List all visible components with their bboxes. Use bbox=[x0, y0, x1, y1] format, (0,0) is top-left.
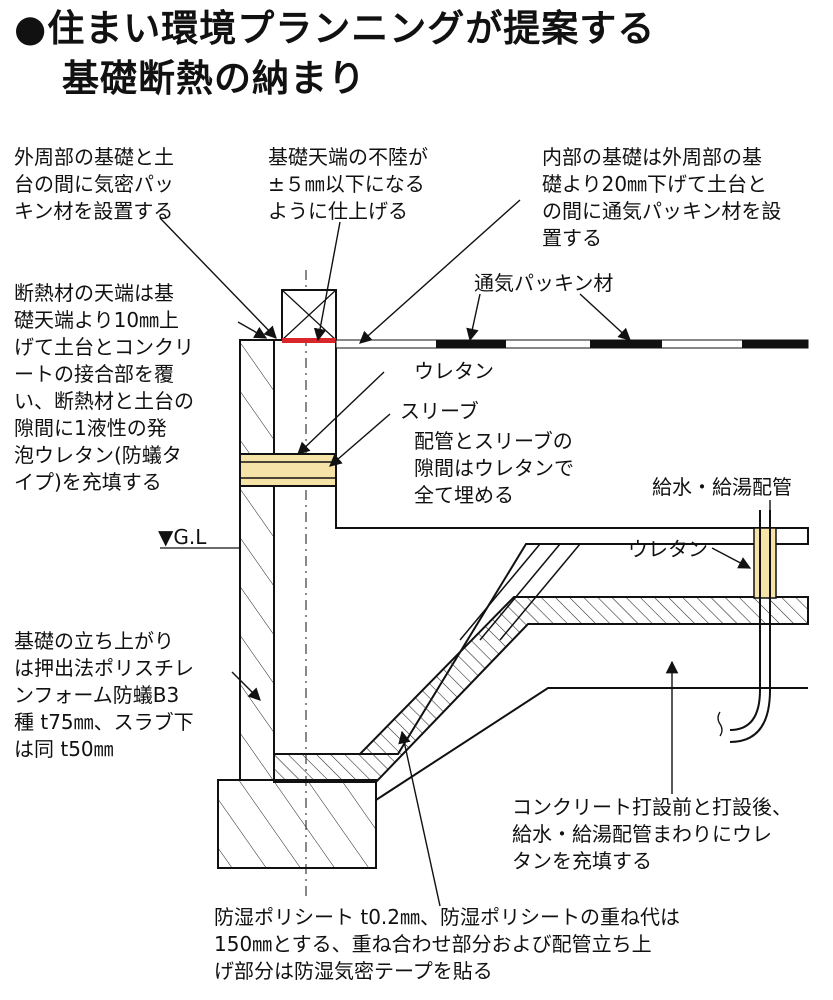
label-insulation-top: 断熱材の天端は基 礎天端より10㎜上 げて土台とコンクリ ートの接合部を覆 い、… bbox=[14, 281, 194, 494]
sleeve-pipe bbox=[239, 453, 337, 487]
label-top-flatness: 基礎天端の不陸が ±５㎜以下になる ように仕上げる bbox=[268, 145, 428, 223]
slab-diagonal-3 bbox=[499, 543, 581, 641]
label-water-pipe: 給水・給湯配管 bbox=[652, 475, 792, 499]
label-sleeve: スリーブ bbox=[400, 399, 479, 423]
label-urethane-1: ウレタン bbox=[414, 359, 494, 383]
label-pipe-note: コンクリート打設前と打設後、 給水・給湯配管まわりにウレ タンを充填する bbox=[512, 795, 792, 873]
water-supply-pipe bbox=[717, 510, 777, 743]
label-outer-packing: 外周部の基礎と土 台の間に気密パッ キン材を設置する bbox=[14, 145, 174, 223]
footing bbox=[217, 779, 377, 869]
label-foundation-rise: 基礎の立ち上がり は押出法ポリスチレ ンフォーム防蟻B3 種 t75㎜、スラブ下… bbox=[14, 629, 194, 761]
label-gl: ▼G.L bbox=[158, 525, 207, 549]
vent-packing-row bbox=[335, 339, 809, 349]
label-inner-foundation: 内部の基礎は外周部の基 礎より20㎜下げて土台と の間に通気パッキン材を設 置す… bbox=[542, 145, 782, 250]
sill-cross-2 bbox=[281, 289, 337, 341]
outer-insulation-board bbox=[239, 339, 275, 781]
slab-diagonal-1 bbox=[459, 543, 541, 641]
page-title-line1: ●住まい環境プランニングが提案する bbox=[14, 7, 656, 50]
page-title-line2: 基礎断熱の納まり bbox=[62, 57, 366, 100]
slab-diagonal-2 bbox=[479, 543, 561, 641]
label-sleeve-note: 配管とスリーブの 隙間はウレタンで 全て埋める bbox=[414, 429, 574, 507]
label-poly-sheet: 防湿ポリシート t0.2㎜、防湿ポリシートの重ね代は 150㎜とする、重ね合わせ… bbox=[214, 905, 681, 983]
airtight-packing bbox=[282, 338, 336, 343]
gravel-layer bbox=[375, 687, 808, 868]
label-urethane-2: ウレタン bbox=[628, 537, 708, 561]
label-vent-packing: 通気パッキン材 bbox=[474, 271, 614, 295]
leader-lines bbox=[159, 199, 771, 907]
